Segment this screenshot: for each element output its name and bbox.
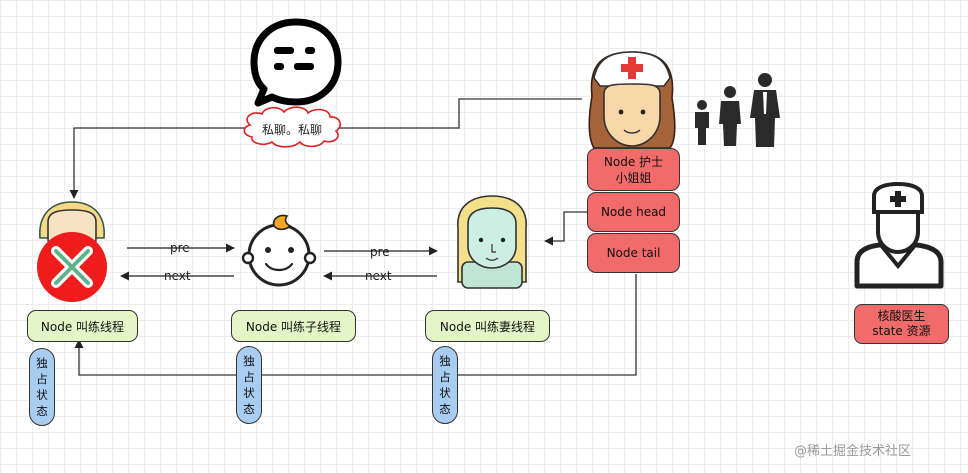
- child-thread-icon: [241, 214, 317, 287]
- doctor-icon: [854, 181, 944, 289]
- state-pill-main: 独占状态: [29, 348, 55, 426]
- nurse-node-line2: 小姐姐: [615, 170, 652, 185]
- state-pill-wife: 独占状态: [432, 346, 458, 424]
- next-label-1: next: [164, 269, 191, 283]
- nurse-icon: [588, 51, 676, 149]
- family-icon: [695, 73, 780, 147]
- node-head[interactable]: Node head: [587, 192, 680, 232]
- pre-label-1: pre: [170, 241, 190, 255]
- head-to-wife-connector: [544, 211, 588, 246]
- state-pill-child: 独占状态: [236, 346, 262, 424]
- pre-label-2: pre: [370, 245, 390, 259]
- nurse-to-thread-connector: [69, 98, 582, 199]
- wife-thread-icon: [457, 195, 527, 289]
- speech-cloud-text: 私聊。私聊: [262, 123, 323, 137]
- chat-bubble-icon: [250, 18, 342, 107]
- next-label-2: next: [365, 269, 392, 283]
- tail-to-thread-connector: [74, 274, 637, 376]
- thread-node-child[interactable]: Node 叫练子线程: [231, 310, 356, 342]
- doctor-node-line1: 核酸医生: [877, 309, 926, 323]
- node-tail[interactable]: Node tail: [587, 233, 680, 273]
- thread-node-wife[interactable]: Node 叫练妻线程: [425, 310, 550, 342]
- speech-cloud-shape: [243, 106, 342, 148]
- watermark: @稀土掘金技术社区: [794, 444, 912, 459]
- doctor-node-line2: state 资源: [872, 324, 931, 338]
- nurse-node-line1: Node 护士: [603, 154, 664, 169]
- nurse-node[interactable]: Node 护士 小姐姐: [587, 148, 680, 191]
- doctor-state-node[interactable]: 核酸医生 state 资源: [854, 304, 949, 344]
- thread-node-main[interactable]: Node 叫练线程: [27, 310, 138, 342]
- rejected-icon: [37, 232, 107, 302]
